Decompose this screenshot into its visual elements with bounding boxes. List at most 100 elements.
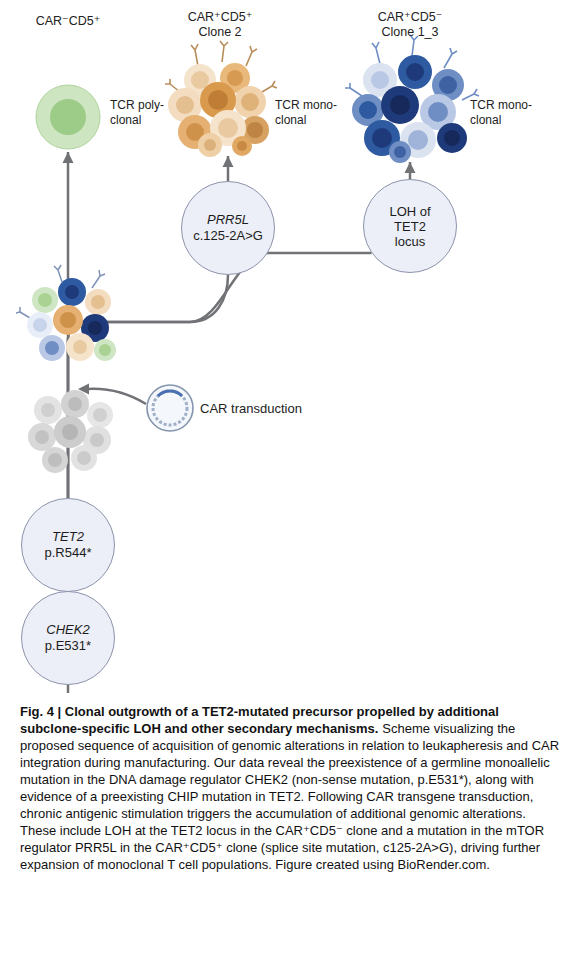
cell-body (437, 123, 467, 153)
t-cell (364, 120, 400, 156)
mutation-circle: PRR5Lc.125-2A>G (181, 181, 275, 275)
cell-population: CAR⁻CD5⁺ TCR poly- clonal (20, 10, 180, 152)
t-cell (66, 333, 94, 361)
caption-block: Fig. 4 | Clonal outgrowth of a TET2-muta… (20, 703, 560, 873)
cell-nucleus (48, 453, 62, 467)
cell-body (39, 335, 65, 361)
t-cell (94, 339, 116, 361)
cell-body (389, 141, 411, 163)
lineage-stub (67, 684, 70, 693)
tcr-label: TCR poly- clonal (110, 98, 176, 128)
lineage-connector (68, 253, 372, 498)
mutation-circle: CHEK2p.E531* (21, 591, 115, 685)
t-cell (87, 402, 113, 428)
t-cell (210, 110, 246, 146)
cell-nucleus (247, 122, 263, 138)
cell-nucleus (88, 321, 102, 335)
cell-cluster (28, 390, 113, 473)
t-cell (81, 314, 109, 342)
cell-nucleus (65, 285, 79, 299)
cell-body (85, 289, 111, 315)
cell-nucleus (45, 341, 59, 355)
cell-body (241, 116, 269, 144)
t-cell (27, 312, 53, 338)
cell-body (363, 63, 397, 97)
population-heading: CAR⁺CD5⁺ Clone 2 (180, 10, 260, 40)
t-cell (85, 289, 111, 315)
cell-body (381, 86, 419, 124)
cell-nucleus (372, 128, 392, 148)
mutation-label: LOH of TET2 locus (380, 204, 440, 249)
mutation-label: p.R544* (45, 545, 92, 561)
t-cell (178, 115, 212, 149)
cell-body (28, 423, 56, 451)
gene-name: PRR5L (207, 212, 249, 228)
t-cell (232, 136, 252, 156)
cell-body (398, 55, 432, 89)
t-cell (241, 116, 269, 144)
cell-body (87, 402, 113, 428)
arrow-head (405, 162, 416, 173)
t-cell (36, 85, 100, 149)
lineage-connector (405, 162, 416, 179)
car-receptor (165, 41, 277, 92)
mutation-circle: LOH of TET2 locus (363, 179, 457, 273)
cell-nucleus (176, 96, 194, 114)
population-heading: CAR⁻CD5⁺ (20, 14, 116, 29)
tcr-label: TCR mono- clonal (470, 98, 536, 128)
cell-nucleus (38, 293, 52, 307)
tcr-label: TCR mono- clonal (275, 98, 341, 128)
mutation-label: p.E531* (45, 638, 91, 654)
cell-nucleus (68, 397, 82, 411)
cell-nucleus (208, 90, 228, 110)
cell-nucleus (91, 295, 105, 309)
t-cell (198, 133, 222, 157)
arrow-head (78, 384, 89, 395)
cell-population: CAR⁺CD5⁺ Clone 2 TCR mono- clonal (172, 6, 350, 156)
gene-name: CHEK2 (46, 622, 89, 638)
car-receptor (345, 35, 479, 100)
lineage-connector (223, 156, 234, 181)
cell-population: CAR⁺CD5⁻ Clone 1_3TCR mono- clonal (352, 6, 550, 162)
cell-nucleus (237, 141, 247, 151)
cell-body (400, 122, 436, 158)
population-heading: CAR⁺CD5⁻ Clone 1_3 (370, 10, 450, 40)
cell-body (61, 390, 89, 418)
t-cell (398, 55, 432, 89)
mutation-circle: TET2p.R544* (21, 498, 115, 592)
arrow-head (63, 152, 74, 163)
cell-body (54, 416, 86, 448)
cell-body (200, 82, 236, 118)
annotation-label: CAR transduction (200, 401, 302, 417)
t-cell (53, 305, 83, 335)
t-cell (42, 447, 68, 473)
gene-name: TET2 (52, 529, 84, 545)
cell-body (210, 110, 246, 146)
lineage-connector (68, 275, 228, 498)
cell-nucleus (33, 318, 47, 332)
t-cell (61, 390, 89, 418)
cell-nucleus (73, 340, 87, 354)
t-cell (381, 86, 419, 124)
cell-body (352, 94, 384, 126)
t-cell (432, 69, 464, 101)
cell-nucleus (99, 344, 111, 356)
cell-nucleus (35, 430, 49, 444)
cell-body (32, 287, 58, 313)
cell-body (81, 314, 109, 342)
caption-text: Scheme visualizing the proposed sequence… (20, 721, 559, 872)
cell-body (58, 278, 86, 306)
cell-body (198, 133, 222, 157)
cell-nucleus (390, 95, 410, 115)
t-cell (389, 141, 411, 163)
cell-body (83, 426, 111, 454)
cell-nucleus (50, 99, 86, 135)
connector-line (68, 253, 372, 498)
cell-body (220, 63, 250, 93)
cell-nucleus (93, 408, 107, 422)
t-cell (54, 416, 86, 448)
cell-body (420, 94, 456, 130)
connector-line (68, 275, 228, 498)
t-cell (400, 122, 436, 158)
cell-nucleus (241, 93, 259, 111)
